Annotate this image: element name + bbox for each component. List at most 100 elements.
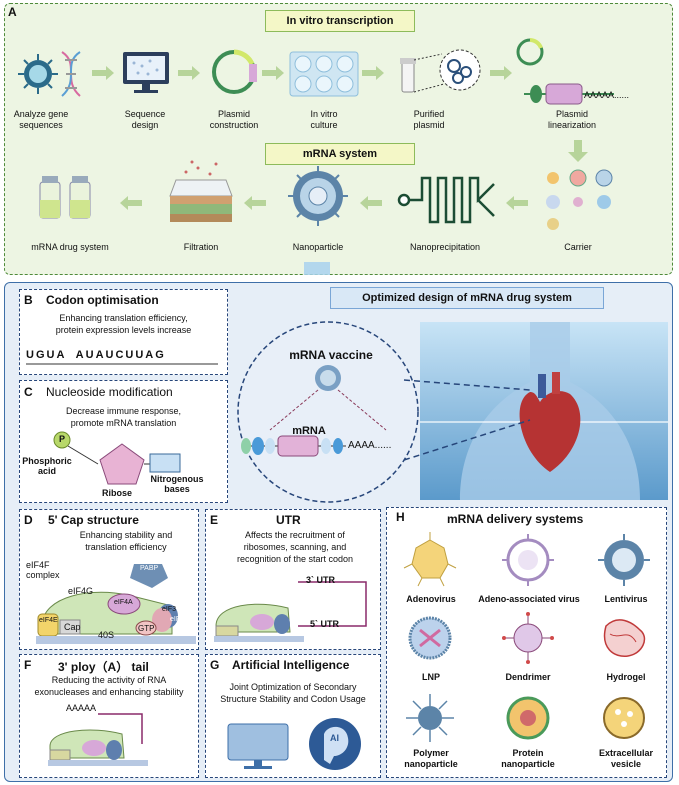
panel-b-title: Codon optimisation (46, 293, 159, 307)
phosphoric-label: Phosphoric acid (22, 456, 72, 476)
utr3-label: 3` UTR (306, 575, 335, 585)
delivery-systems-grid (403, 532, 650, 742)
purified-plasmid-icon (400, 49, 481, 93)
flow-arrows-top (92, 66, 512, 80)
f-polya: AAAAA (66, 703, 97, 713)
codon-ticks (26, 363, 218, 365)
polya-top: AAAAA...... (584, 90, 630, 100)
step-nanoprecipitation: Nanoprecipitation (409, 242, 481, 252)
codon-sequence: UGUA AUAUCUUAG (26, 349, 166, 361)
panel-f-title: 3' ploy（A） tail (58, 660, 149, 674)
lnp-label: LNP (422, 672, 440, 682)
linear-plasmid-icon (516, 38, 614, 105)
aav-icon (502, 534, 554, 586)
nanoparticle-icon (288, 166, 348, 226)
dendrimer-label: Dendrimer (505, 672, 551, 682)
cap-diagram (36, 564, 196, 644)
panel-e-letter: E (210, 513, 219, 527)
ev-label: Extracellular vesicle (598, 748, 654, 769)
polymer-nanoparticle-icon (406, 694, 454, 742)
plasmid-icon (212, 49, 257, 94)
filtration-icon (169, 160, 233, 222)
mrna-label: mRNA (292, 425, 326, 437)
panel-e-title: UTR (276, 513, 301, 527)
step-mrna-drug-system: mRNA drug system (31, 242, 109, 252)
adenovirus-label: Adenovirus (406, 594, 456, 604)
step-culture: In vitro culture (310, 109, 338, 130)
protein-nanoparticle-icon (506, 696, 550, 740)
ai-label: AI (330, 733, 339, 743)
eif4e-label: eIF4E (39, 617, 58, 624)
utr-diagram (214, 581, 367, 642)
step-sequence-design: Sequence design (124, 109, 166, 130)
aav-label: Adeno-associated virus (478, 594, 580, 604)
step-carrier: Carrier (564, 242, 592, 252)
eif4f-complex-label: eIF4F complex (26, 560, 60, 580)
eif4a-label: eIF4A (114, 599, 133, 606)
panel-c-title: Nucleoside modification (46, 385, 173, 399)
connector-lines (403, 379, 531, 461)
mrna-vaccine-label: mRNA vaccine (289, 348, 373, 362)
extracellular-vesicle-icon (603, 697, 645, 739)
center-polya: AAAA...... (348, 440, 392, 451)
panel-d-title: 5' Cap structure (48, 513, 139, 527)
nanoprecipitation-icon (397, 176, 495, 224)
utr5-label: 5` UTR (310, 619, 339, 629)
culture-plate-icon (289, 51, 359, 97)
step-analyze: Analyze gene sequences (13, 109, 69, 130)
panel-a-letter: A (8, 5, 17, 19)
step-linearization: Plasmid linearization (547, 109, 597, 130)
phosphate-p: P (58, 434, 65, 444)
dna-icon (61, 51, 81, 97)
polya-diagram (48, 713, 148, 766)
eif4g-label: eIF4G (68, 586, 94, 596)
panel-d-text: Enhancing stability and translation effi… (79, 530, 173, 552)
pabp-label: PABP (140, 565, 159, 572)
step-filtration: Filtration (183, 242, 219, 252)
dendrimer-icon (502, 612, 554, 664)
step-plasmid-construction: Plasmid construction (209, 109, 259, 130)
polymer-np-label: Polymer nanoparticle (404, 748, 458, 769)
panel-b-box (19, 289, 228, 375)
protein-np-label: Protein nanoparticle (501, 748, 555, 769)
panel-h-title: mRNA delivery systems (447, 512, 584, 526)
carrier-grid-icon (546, 169, 613, 230)
down-arrow (568, 140, 588, 162)
panel-b-letter: B (24, 293, 33, 307)
hydrogel-icon (603, 619, 646, 657)
in-vitro-title: In vitro transcription (265, 10, 415, 32)
lentivirus-label: Lentivirus (604, 594, 648, 604)
adenovirus-icon (403, 532, 457, 587)
flow-arrows-bottom (120, 196, 528, 210)
hydrogel-label: Hydrogel (606, 672, 646, 682)
cap-label: Cap (64, 622, 81, 632)
panel-b-text: Enhancing translation efficiency, protei… (55, 313, 192, 335)
panel-a (4, 3, 673, 275)
eif2-label: eIF2 (170, 616, 185, 623)
mrna-system-title: mRNA system (265, 143, 415, 165)
ai-illustration (227, 718, 361, 770)
lentivirus-icon (598, 534, 650, 586)
panel-d-letter: D (24, 513, 33, 527)
panel-f-letter: F (24, 658, 32, 672)
bases-label: Nitrogenous bases (150, 474, 204, 494)
nucleoside-diagram (53, 431, 181, 485)
step-purified-plasmid: Purified plasmid (413, 109, 445, 130)
virus-icon (18, 54, 58, 94)
40s-label: 40S (98, 630, 115, 640)
panel-a-illustration (18, 38, 614, 275)
panel-c-letter: C (24, 385, 33, 399)
heart-illustration (420, 322, 668, 500)
panel-h-letter: H (396, 510, 405, 524)
panel-g-text: Joint Optimization of Secondary Structur… (220, 682, 366, 704)
lnp-icon (408, 616, 452, 660)
eif3-label: eIF3 (162, 606, 177, 613)
ribose-label: Ribose (101, 488, 132, 498)
center-diagram (237, 321, 419, 503)
step-nanoparticle: Nanoparticle (292, 242, 344, 252)
gtp-label: GTP (138, 624, 155, 633)
panel-g-letter: G (210, 658, 220, 672)
monitor-icon (123, 52, 169, 93)
panel-c-text: Decrease immune response, promote mRNA t… (65, 406, 182, 428)
optimized-title: Optimized design of mRNA drug system (330, 287, 604, 309)
